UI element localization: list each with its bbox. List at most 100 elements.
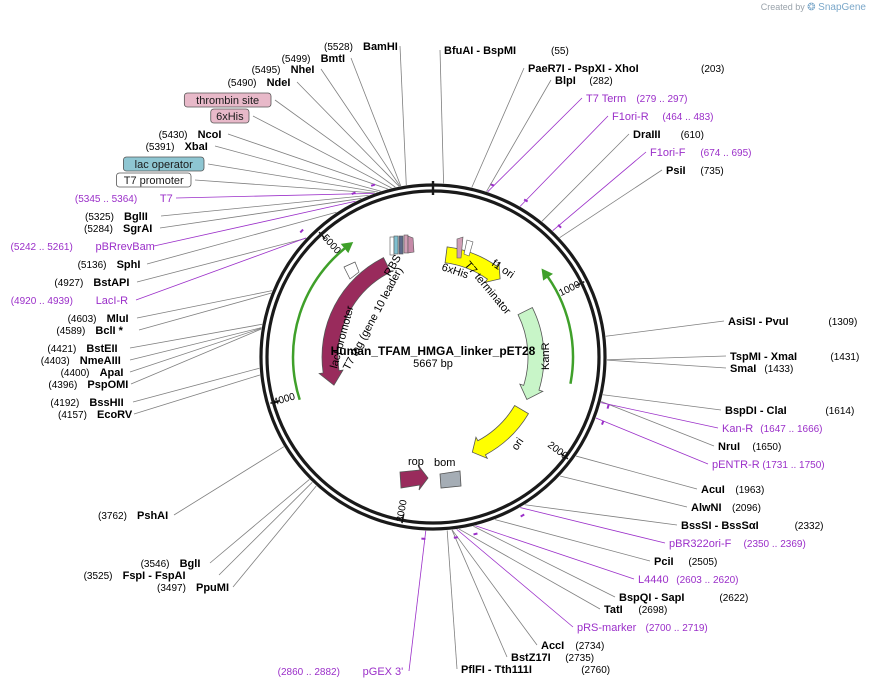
leader-line <box>601 401 715 447</box>
his-tag-mark-right[interactable] <box>456 236 464 259</box>
primer-label[interactable]: pENTR-R(1731 .. 1750) <box>712 459 825 471</box>
rbs-mark[interactable] <box>393 235 399 255</box>
enzyme-label[interactable]: BstEII(4421) <box>47 343 117 355</box>
feature-box-label[interactable]: 6xHis <box>210 108 250 124</box>
enzyme-label[interactable]: NcoI(5430) <box>159 129 222 141</box>
enzyme-label[interactable]: NdeI(5490) <box>228 77 291 89</box>
leader-line <box>559 475 688 508</box>
enzyme-label[interactable]: AsiSI - PvuI(1309) <box>728 316 857 328</box>
enzyme-label[interactable]: PpuMI(3497) <box>157 582 229 594</box>
primer-label[interactable]: L4440(2603 .. 2620) <box>638 574 739 586</box>
t7-tag-mark[interactable] <box>398 235 404 255</box>
enzyme-label[interactable]: XbaI(5391) <box>146 141 208 153</box>
primer-label[interactable]: T7(5345 .. 5364) <box>75 193 173 205</box>
primer-label[interactable]: F1ori-R(464 .. 483) <box>612 111 714 123</box>
site-position: (2700 .. 2719) <box>646 623 708 634</box>
primer-label[interactable]: F1ori-F(674 .. 695) <box>650 147 752 159</box>
primer-label[interactable]: pBR322ori-F(2350 .. 2369) <box>669 538 806 550</box>
enzyme-label[interactable]: MluI(4603) <box>68 313 129 325</box>
leader-line <box>451 529 508 658</box>
enzyme-label[interactable]: AcuI(1963) <box>701 484 764 496</box>
laci-promoter-mark[interactable] <box>343 261 360 280</box>
feature-box-text: 6xHis <box>216 111 244 123</box>
site-position: (1309) <box>828 317 857 328</box>
leader-line <box>136 237 306 283</box>
site-name: BstAPI <box>93 277 129 289</box>
created-by-text: Created by <box>760 2 805 12</box>
enzyme-label[interactable]: TspMI - XmaI(1431) <box>730 351 859 363</box>
enzyme-label[interactable]: ApaI(4400) <box>61 367 124 379</box>
enzyme-label[interactable]: PaeR7I - PspXI - XhoI(203) <box>528 63 724 75</box>
site-name: BstEII <box>86 343 117 355</box>
leader-line <box>296 81 400 187</box>
rop-feature[interactable] <box>399 464 429 491</box>
tick-mark <box>401 514 405 524</box>
enzyme-label[interactable]: SgrAI(5284) <box>84 223 152 235</box>
enzyme-label[interactable]: BmtI(5499) <box>282 53 345 65</box>
enzyme-label[interactable]: TatI(2698) <box>604 604 667 616</box>
thrombin-mark[interactable] <box>407 235 415 254</box>
enzyme-label[interactable]: SmaI(1433) <box>730 363 793 375</box>
t7-terminator-mark[interactable] <box>463 239 474 257</box>
enzyme-label[interactable]: BamHI(5528) <box>324 41 398 53</box>
enzyme-label[interactable]: BglII(5325) <box>85 211 148 223</box>
bom-feature[interactable] <box>439 470 462 489</box>
brand-name: SnapGene <box>818 2 866 13</box>
enzyme-label[interactable]: AlwNI(2096) <box>691 502 761 514</box>
leader-line <box>130 328 262 385</box>
leader-line <box>602 394 722 411</box>
primer-label[interactable]: pBRrevBam(5242 .. 5261) <box>11 241 155 253</box>
enzyme-label[interactable]: PciI(2505) <box>654 556 717 568</box>
primer-mark <box>523 198 529 203</box>
enzyme-label[interactable]: PsiI(735) <box>666 165 724 177</box>
enzyme-label[interactable]: AccI(2734) <box>541 640 604 652</box>
enzyme-label[interactable]: BstAPI(4927) <box>54 277 129 289</box>
enzyme-label[interactable]: NruI(1650) <box>718 441 781 453</box>
feature-box-label[interactable]: T7 promoter <box>116 172 192 188</box>
enzyme-label[interactable]: BglI(3546) <box>141 558 201 570</box>
enzyme-label[interactable]: BssHII(4192) <box>50 397 123 409</box>
site-position: (2860 .. 2882) <box>278 667 340 678</box>
feature-box <box>210 108 250 124</box>
leader-line <box>129 327 262 373</box>
enzyme-label[interactable]: BclI *(4589) <box>56 325 123 337</box>
green-direction-arc-left <box>291 242 352 401</box>
primer-label[interactable]: T7 Term(279 .. 297) <box>586 93 688 105</box>
enzyme-label[interactable]: BssSI - BssSαI(2332) <box>681 520 824 532</box>
primer-label[interactable]: pRS-marker(2700 .. 2719) <box>577 622 708 634</box>
ori-feature[interactable] <box>471 404 529 460</box>
site-position: (5242 .. 5261) <box>11 242 73 253</box>
primer-label[interactable]: pGEX 3'(2860 .. 2882) <box>278 666 404 678</box>
primer-label[interactable]: Kan-R(1647 .. 1666) <box>722 423 823 435</box>
enzyme-label[interactable]: NheI(5495) <box>252 64 315 76</box>
site-name: pENTR-R <box>712 459 760 471</box>
site-name: F1ori-F <box>650 147 686 159</box>
leader-line <box>439 49 445 184</box>
enzyme-label[interactable]: PshAI(3762) <box>98 510 168 522</box>
site-name: BfuAI - BspMI <box>444 45 516 57</box>
enzyme-label[interactable]: BspDI - ClaI(1614) <box>725 405 854 417</box>
his-tag-mark-left[interactable] <box>403 234 409 254</box>
feature-box-label[interactable]: lac operator <box>123 156 205 172</box>
leader-line <box>408 530 427 672</box>
lac-operator-mark[interactable] <box>389 236 395 256</box>
enzyme-label[interactable]: PspOMI(4396) <box>48 379 128 391</box>
leader-line <box>446 530 458 670</box>
primer-mark <box>299 228 304 234</box>
enzyme-label[interactable]: BstZ17I(2735) <box>511 652 594 664</box>
enzyme-label[interactable]: FspI - FspAI(3525) <box>84 570 186 582</box>
enzyme-label[interactable]: SphI(5136) <box>78 259 141 271</box>
enzyme-label[interactable]: BspQI - SapI(2622) <box>619 592 748 604</box>
enzyme-label[interactable]: NmeAIII(4403) <box>41 355 121 367</box>
enzyme-label[interactable]: DraIII(610) <box>633 129 704 141</box>
leader-line <box>227 133 388 190</box>
primer-label[interactable]: LacI-R(4920 .. 4939) <box>11 295 128 307</box>
enzyme-label[interactable]: BlpI(282) <box>555 75 613 87</box>
site-position: (5490) <box>228 78 257 89</box>
laci-feature[interactable] <box>318 257 392 386</box>
feature-box-label[interactable]: thrombin site <box>183 92 272 108</box>
enzyme-label[interactable]: EcoRV(4157) <box>58 409 133 421</box>
enzyme-label[interactable]: BfuAI - BspMI(55) <box>444 45 569 57</box>
kanr-feature[interactable] <box>517 306 545 401</box>
enzyme-label[interactable]: PflFI - Tth111I(2760) <box>461 664 610 676</box>
